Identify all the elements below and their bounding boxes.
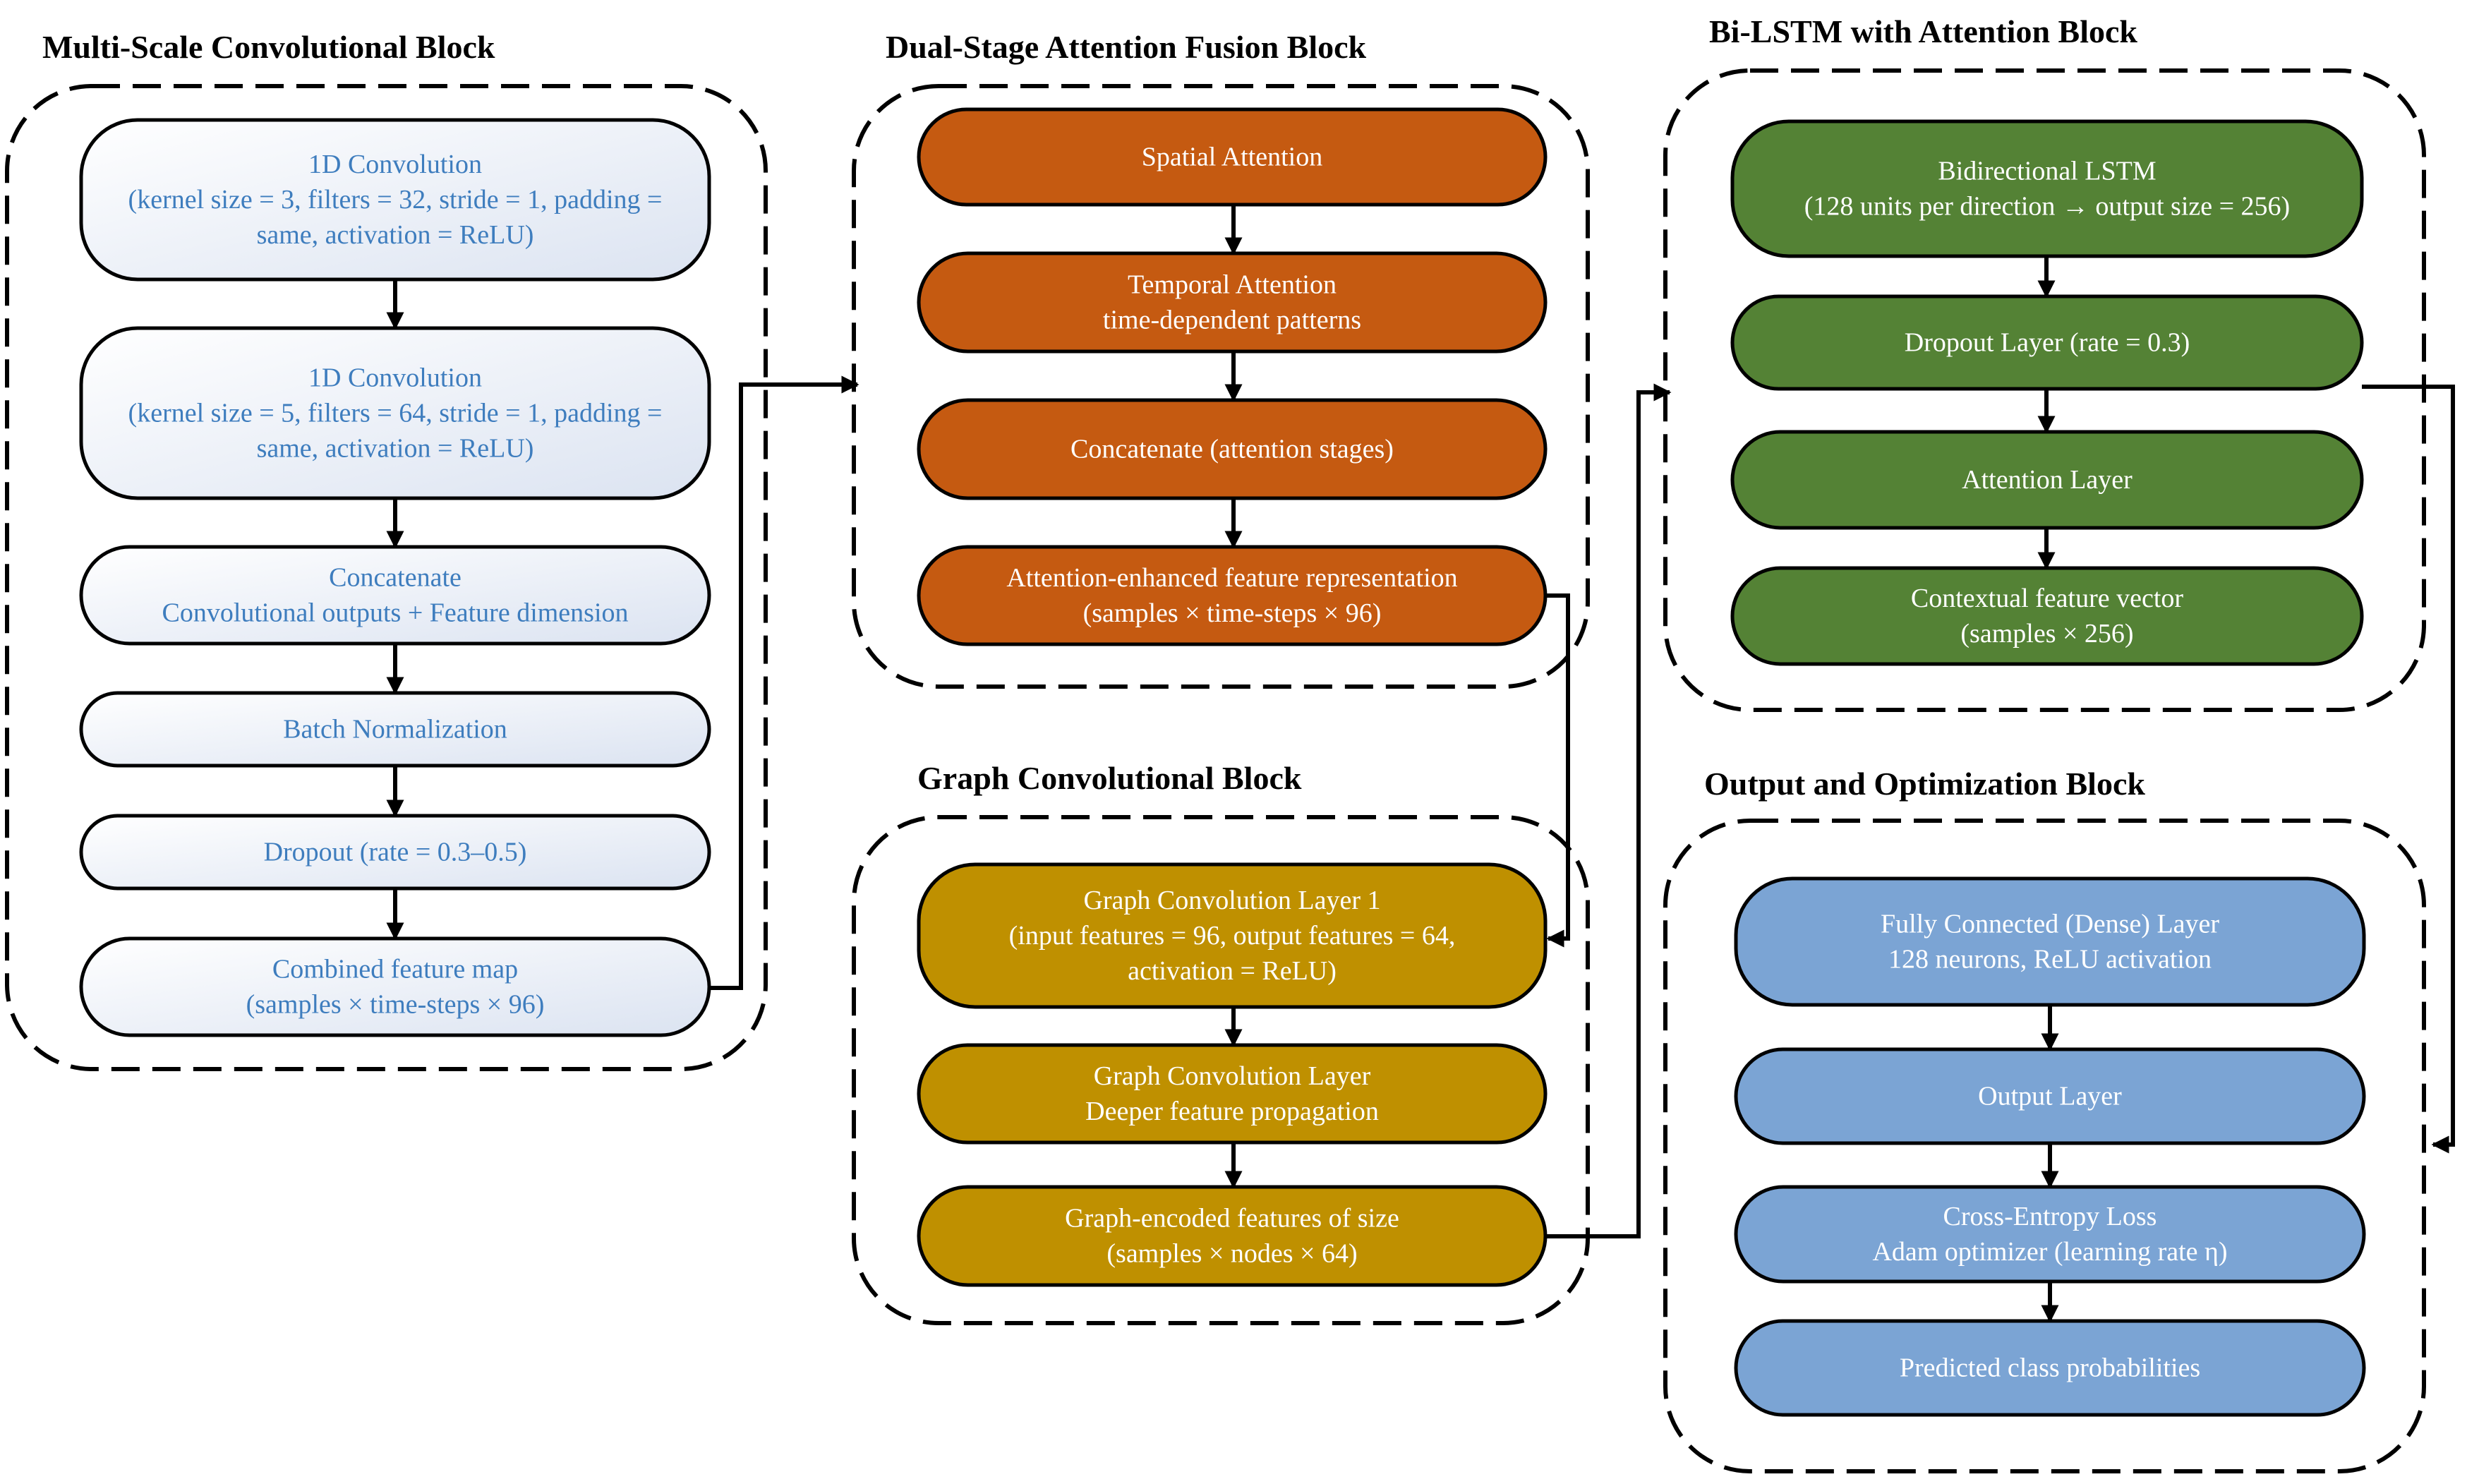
node-label-line: (input features = 96, output features = … <box>1009 921 1456 951</box>
multiscale-node-dropout-rate-0-3-0-5: Dropout (rate = 0.3–0.5) <box>79 814 711 891</box>
node-label-line: (kernel size = 3, filters = 32, stride =… <box>128 185 663 215</box>
edge-multiscale-to-attention <box>709 375 859 990</box>
bilstm-node-dropout-layer-rate-0-3: Dropout Layer (rate = 0.3) <box>1730 294 2364 391</box>
graph-node-graph-encoded-features-of-size: Graph-encoded features of size (samples ×… <box>917 1185 1548 1287</box>
node-label-line: Contextual feature vector <box>1911 584 2184 613</box>
node-label-line: Graph Convolution Layer <box>1094 1061 1371 1091</box>
node-label-line: Temporal Attention <box>1128 270 1337 300</box>
node-box <box>917 1185 1548 1287</box>
attention-node-spatial-attention: Spatial Attention <box>917 107 1548 207</box>
graph-node-graph-convolution-layer-1: Graph Convolution Layer 1 (input features… <box>917 862 1548 1009</box>
node-label-line: Batch Normalization <box>283 715 507 744</box>
node-label-line: same, activation = ReLU) <box>257 434 534 464</box>
node-label-line: (samples × time-steps × 96) <box>246 990 545 1020</box>
bilstm-node-bidirectional-lstm: Bidirectional LSTM (128 units per directi… <box>1730 119 2364 258</box>
node-label-line: Graph-encoded features of size <box>1065 1204 1399 1233</box>
node-label-line: Predicted class probabilities <box>1900 1353 2200 1383</box>
node-label-line: Concatenate (attention stages) <box>1070 435 1394 464</box>
node-label-line: Convolutional outputs + Feature dimensio… <box>162 598 628 628</box>
node-box <box>917 545 1548 646</box>
output-node-output-layer: Output Layer <box>1734 1047 2366 1145</box>
node-label-line: Dropout Layer (rate = 0.3) <box>1905 328 2190 358</box>
node-label-line: Deeper feature propagation <box>1085 1097 1379 1126</box>
multiscale-conv-block: Multi-Scale Convolutional Block <box>5 29 768 1071</box>
edge-attention-to-graph <box>1545 593 1570 948</box>
attention-node-concatenate-attention-stages: Concatenate (attention stages) <box>917 398 1548 500</box>
bilstm-node-contextual-feature-vector: Contextual feature vector (samples × 256) <box>1730 566 2364 666</box>
attention-block-title: Dual-Stage Attention Fusion Block <box>886 29 1367 65</box>
node-label-line: Dropout (rate = 0.3–0.5) <box>264 838 527 867</box>
multiscale-node-1d-convolution: 1D Convolution (kernel size = 5, filters … <box>79 326 711 500</box>
multiscale-node-batch-normalization: Batch Normalization <box>79 691 711 768</box>
node-label-line: Bidirectional LSTM <box>1938 157 2156 186</box>
node-label-line: Adam optimizer (learning rate η) <box>1872 1237 2227 1267</box>
node-label-line: Attention Layer <box>1962 465 2133 495</box>
node-box <box>79 545 711 646</box>
graph-block-border <box>852 815 1590 1325</box>
edge-bilstm-to-output <box>2362 385 2455 1154</box>
node-label-line: activation = ReLU) <box>1128 956 1337 986</box>
node-box <box>1734 876 2366 1007</box>
node-label-line: Cross-Entropy Loss <box>1943 1202 2157 1231</box>
node-label-line: Attention-enhanced feature representatio… <box>1006 563 1457 593</box>
edges-layer <box>386 205 2455 1323</box>
output-node-predicted-class-probabilities: Predicted class probabilities <box>1734 1319 2366 1417</box>
bilstm-node-attention-layer: Attention Layer <box>1730 430 2364 530</box>
node-label-line: (128 units per direction → output size =… <box>1804 192 2290 222</box>
node-label-line: (samples × 256) <box>1960 619 2133 649</box>
node-box <box>1730 119 2364 258</box>
attention-fusion-block: Dual-Stage Attention Fusion Block <box>852 29 1590 689</box>
node-label-line: Combined feature map <box>272 955 518 984</box>
multiscale-node-1d-convolution: 1D Convolution (kernel size = 3, filters … <box>79 118 711 282</box>
node-label-line: Concatenate <box>329 563 462 593</box>
multiscale-block-border <box>5 84 768 1071</box>
node-label-line: (samples × nodes × 64) <box>1106 1239 1357 1269</box>
node-label-line: 128 neurons, ReLU activation <box>1888 945 2212 975</box>
multiscale-block-title: Multi-Scale Convolutional Block <box>42 29 495 65</box>
attention-node-attention-enhanced-feature-representation: Attention-enhanced feature representatio… <box>917 545 1548 646</box>
node-label-line: time-dependent patterns <box>1103 306 1361 335</box>
node-label-line: (kernel size = 5, filters = 64, stride =… <box>128 399 663 428</box>
node-box <box>917 1043 1548 1145</box>
output-node-fully-connected-dense-layer: Fully Connected (Dense) Layer 128 neurons… <box>1734 876 2366 1007</box>
graph-block-title: Graph Convolutional Block <box>917 760 1302 796</box>
edge-graph-to-bilstm <box>1545 383 1672 1238</box>
output-block-border <box>1663 819 2426 1473</box>
multiscale-node-combined-feature-map: Combined feature map (samples × time-step… <box>79 936 711 1037</box>
bilstm-block-title: Bi-LSTM with Attention Block <box>1709 13 2137 49</box>
output-optimization-block: Output and Optimization Block <box>1663 766 2426 1473</box>
node-box <box>917 251 1548 354</box>
attention-node-temporal-attention: Temporal Attention time-dependent pattern… <box>917 251 1548 354</box>
bilstm-attention-block: Bi-LSTM with Attention Block <box>1663 13 2426 712</box>
bilstm-block-border <box>1663 68 2426 712</box>
node-label-line: Output Layer <box>1978 1082 2122 1111</box>
node-label-line: Fully Connected (Dense) Layer <box>1881 910 2219 939</box>
node-label-line: 1D Convolution <box>308 150 482 179</box>
node-label-line: Spatial Attention <box>1142 143 1322 172</box>
graph-conv-block: Graph Convolutional Block <box>852 760 1590 1325</box>
node-label-line: same, activation = ReLU) <box>257 220 534 250</box>
node-label-line: Graph Convolution Layer 1 <box>1083 886 1380 915</box>
node-box <box>79 936 711 1037</box>
attention-block-border <box>852 84 1590 689</box>
node-label-line: (samples × time-steps × 96) <box>1083 598 1382 628</box>
node-label-line: 1D Convolution <box>308 363 482 393</box>
nodes-layer: 1D Convolution (kernel size = 3, filters … <box>79 107 2366 1417</box>
output-block-title: Output and Optimization Block <box>1704 766 2145 802</box>
node-box <box>1730 566 2364 666</box>
